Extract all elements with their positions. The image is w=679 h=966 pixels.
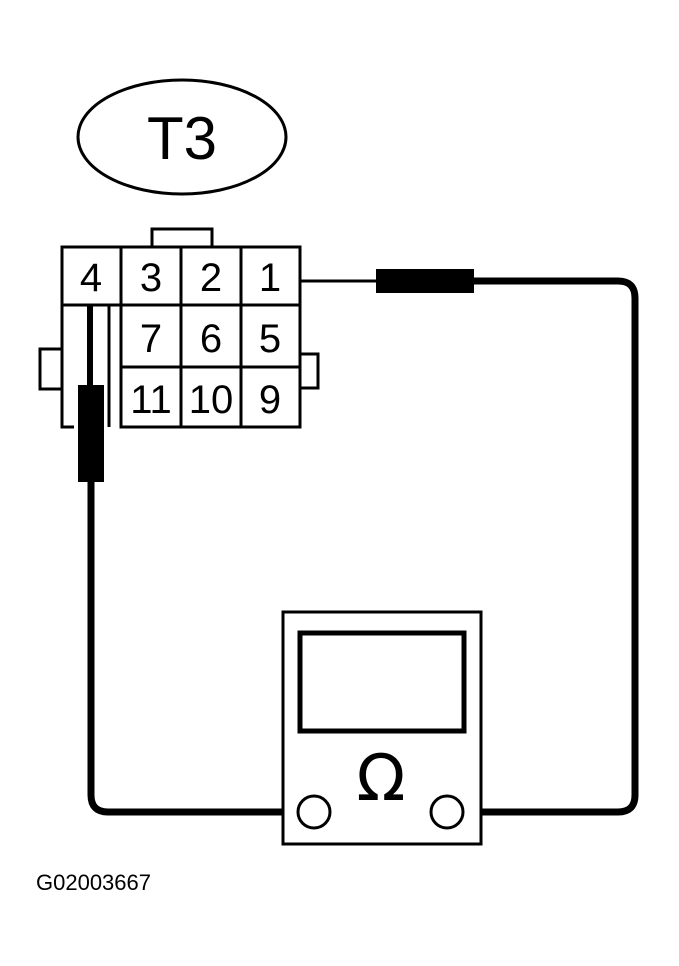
ohm-symbol: Ω [357, 742, 406, 816]
ohmmeter-terminal-left [296, 794, 332, 830]
pin-label-9: 9 [259, 378, 281, 422]
connector-label: T3 [147, 105, 217, 172]
connector-label-badge: T3 [76, 78, 288, 196]
pin-label-11: 11 [130, 378, 172, 422]
probe-body-pin-1 [376, 269, 474, 293]
pin-label-4: 4 [80, 256, 102, 300]
pin-label-2: 2 [200, 256, 222, 300]
connector-side-latch-right [298, 352, 320, 390]
pin-label-6: 6 [200, 317, 222, 361]
probe-tip-pin-4 [87, 305, 93, 385]
ohmmeter: Ω [281, 610, 483, 846]
figure-code: G02003667 [36, 870, 151, 895]
pin-label-7: 7 [140, 317, 162, 361]
pin-label-3: 3 [140, 256, 162, 300]
pin-labels: 4 3 2 1 7 6 5 11 10 9 [80, 256, 281, 422]
test-lead-right [462, 277, 639, 816]
connector-left-wall [60, 305, 74, 429]
pin-label-10: 10 [189, 378, 234, 422]
pin-label-5: 5 [259, 317, 281, 361]
pin-label-1: 1 [259, 256, 281, 300]
probe-body-pin-4 [78, 385, 104, 482]
test-lead-left [87, 482, 298, 816]
probe-lead-pin-1 [300, 269, 639, 816]
connector-lock-tab [150, 227, 214, 247]
connector-label-ellipse [76, 78, 288, 196]
connector-side-latch-left [38, 347, 64, 391]
ohmmeter-display [297, 630, 467, 734]
ohmmeter-terminal-right [429, 794, 465, 830]
probe-lead-pin-4 [78, 305, 298, 816]
connector-t3 [38, 227, 320, 429]
pin-cell-9 [239, 365, 302, 429]
